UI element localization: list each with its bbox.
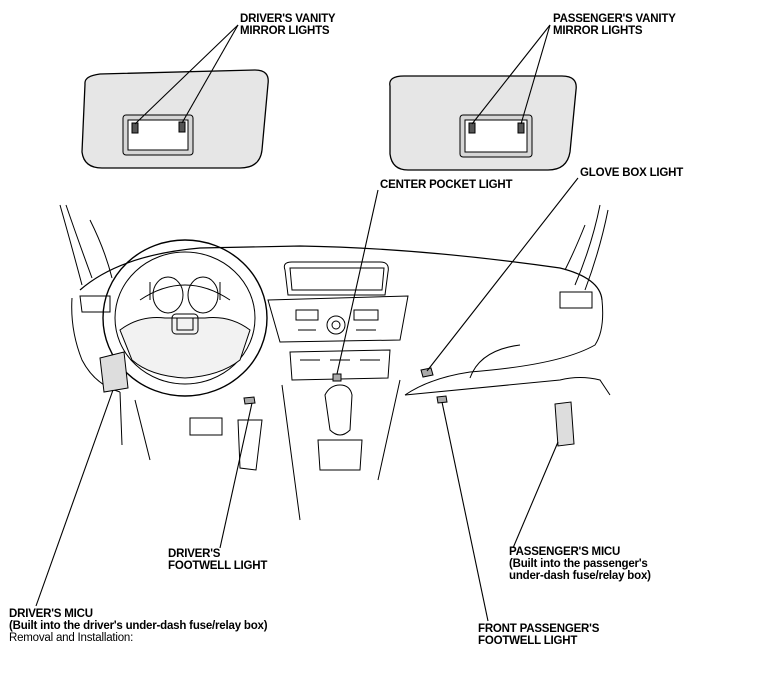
label-line: MIRROR LIGHTS (553, 25, 643, 37)
label-drivers-footwell-light: DRIVER'S FOOTWELL LIGHT (168, 548, 267, 572)
driver-micu-box (99, 351, 129, 393)
passenger-vanity-lamp-right (517, 122, 525, 134)
center-pocket-lamp (332, 373, 342, 382)
passenger-vanity-lamp-left (468, 122, 476, 134)
center-stack (267, 261, 409, 521)
label-line: PASSENGER'S MICU (509, 546, 621, 558)
label-glove-box-light: GLOVE BOX LIGHT (580, 167, 683, 179)
label-line: GLOVE BOX LIGHT (580, 167, 684, 179)
leader-lines (35, 24, 579, 622)
front-passenger-footwell-lamp (436, 395, 448, 404)
label-line: (Built into the driver's under-dash fuse… (9, 620, 268, 632)
passenger-sun-visor (389, 75, 577, 171)
label-line: FRONT PASSENGER'S (478, 623, 600, 635)
label-line: PASSENGER'S VANITY (553, 13, 676, 25)
label-line: under-dash fuse/relay box) (509, 570, 651, 582)
removal-installation-text: Removal and Installation: (9, 632, 134, 644)
label-drivers-micu: DRIVER'S MICU (Built into the driver's u… (9, 608, 268, 644)
label-line: FOOTWELL LIGHT (478, 635, 578, 647)
label-passengers-micu: PASSENGER'S MICU (Built into the passeng… (509, 546, 651, 582)
label-drivers-vanity-mirror-lights: DRIVER'S VANITY MIRROR LIGHTS (240, 13, 336, 37)
label-line: DRIVER'S (168, 548, 221, 560)
label-center-pocket-light: CENTER POCKET LIGHT (380, 179, 512, 191)
label-passengers-vanity-mirror-lights: PASSENGER'S VANITY MIRROR LIGHTS (553, 13, 676, 37)
driver-vanity-lamp-right (178, 121, 186, 133)
label-line: (Built into the passenger's (509, 558, 648, 570)
label-front-passengers-footwell-light: FRONT PASSENGER'S FOOTWELL LIGHT (478, 623, 599, 647)
passenger-micu-box (554, 401, 575, 447)
label-line: DRIVER'S VANITY (240, 13, 336, 25)
driver-vanity-lamp-left (131, 122, 139, 134)
label-line: CENTER POCKET LIGHT (380, 179, 513, 191)
glove-box-lamp (420, 367, 434, 378)
driver-sun-visor (81, 69, 269, 169)
label-line: DRIVER'S MICU (9, 608, 93, 620)
label-line: MIRROR LIGHTS (240, 25, 330, 37)
steering-wheel (102, 239, 268, 397)
label-line: FOOTWELL LIGHT (168, 560, 268, 572)
driver-footwell-lamp (243, 396, 256, 405)
